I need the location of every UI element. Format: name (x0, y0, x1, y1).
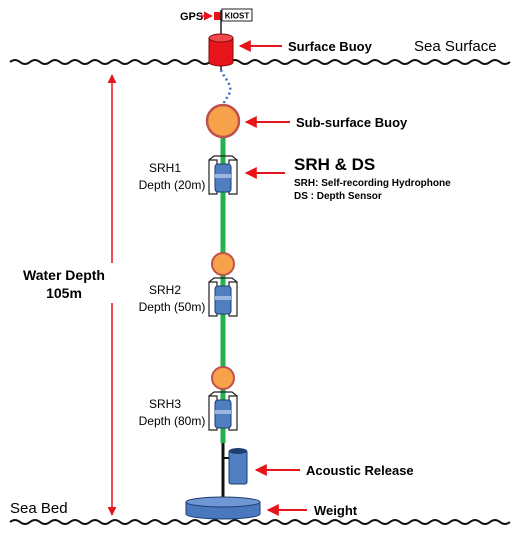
gps-antenna (214, 12, 221, 20)
gps-label: GPS (180, 11, 203, 23)
srh2-instrument (208, 277, 238, 317)
float-3 (211, 366, 235, 390)
water-depth-label: Water Depth (23, 267, 105, 283)
tether-line (219, 69, 232, 105)
float-2 (211, 252, 235, 276)
srh3-depth: Depth (80m) (139, 414, 206, 428)
subsurface-buoy (205, 103, 241, 139)
srh3-instrument (208, 391, 238, 431)
srh1-instrument (208, 155, 238, 195)
surface-buoy (208, 33, 234, 70)
sea-bed-line (9, 519, 511, 525)
surface-buoy-label: Surface Buoy (288, 39, 373, 54)
srh1-depth: Depth (20m) (139, 178, 206, 192)
srh-ds-title: SRH & DS (294, 155, 375, 174)
sea-surface-label: Sea Surface (414, 38, 497, 55)
srh2-depth: Depth (50m) (139, 300, 206, 314)
srh-definition: SRH: Self-recording Hydrophone (294, 178, 451, 189)
sea-surface-line (9, 59, 511, 65)
sea-bed-label: Sea Bed (10, 500, 68, 517)
weight (185, 496, 261, 520)
srh3-name: SRH3 (149, 397, 181, 411)
ds-definition: DS : Depth Sensor (294, 191, 382, 202)
weight-label: Weight (314, 503, 358, 518)
kiost-flag-text: KIOST (225, 12, 250, 21)
srh1-name: SRH1 (149, 161, 181, 175)
kiost-flag (221, 8, 253, 22)
subsurface-buoy-label: Sub-surface Buoy (296, 115, 408, 130)
acoustic-release (223, 448, 248, 485)
acoustic-release-label: Acoustic Release (306, 463, 414, 478)
srh2-name: SRH2 (149, 283, 181, 297)
water-depth-value: 105m (46, 285, 82, 301)
